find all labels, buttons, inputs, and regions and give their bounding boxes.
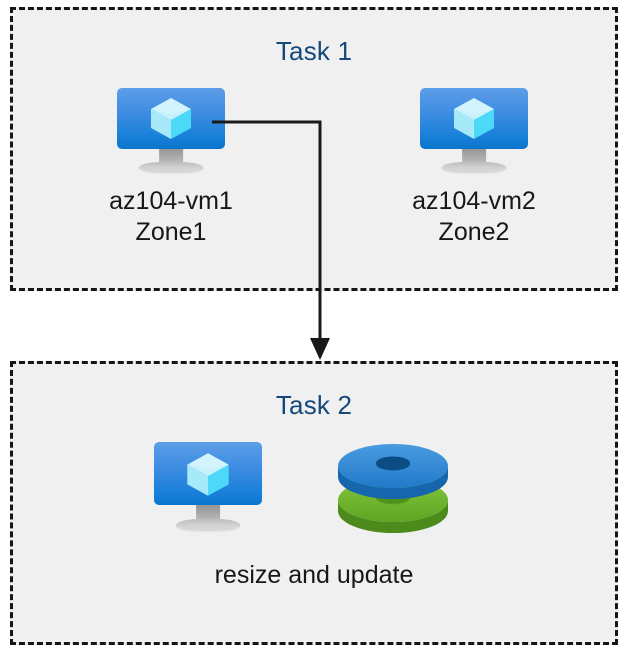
node-label-az104-vm2: az104-vm2 Zone2 <box>412 187 536 246</box>
node-task2-disks <box>333 444 453 536</box>
cube-glyph <box>151 98 191 140</box>
azure-virtual-machine-icon <box>420 88 528 176</box>
down-arrow-icon <box>310 338 330 360</box>
node-task2-vm <box>153 442 263 534</box>
azure-managed-disks-icon <box>334 444 452 536</box>
node-label-az104-vm1: az104-vm1 Zone1 <box>109 187 233 246</box>
task-2-caption: resize and update <box>214 561 414 589</box>
node-az104-vm1: az104-vm1 Zone1 <box>65 88 277 248</box>
cube-glyph <box>454 98 494 140</box>
task-1-title: Task 1 <box>275 36 353 66</box>
disks-glyph <box>338 444 448 533</box>
task-2-container: Task 2 <box>10 361 618 645</box>
task-1-container: Task 1 az104-vm1 Zone1 <box>10 7 618 291</box>
cube-glyph <box>187 453 229 496</box>
azure-virtual-machine-icon <box>117 88 225 176</box>
task-2-title: Task 2 <box>275 390 353 420</box>
azure-virtual-machine-icon <box>154 442 262 534</box>
node-az104-vm2: az104-vm2 Zone2 <box>368 88 580 248</box>
